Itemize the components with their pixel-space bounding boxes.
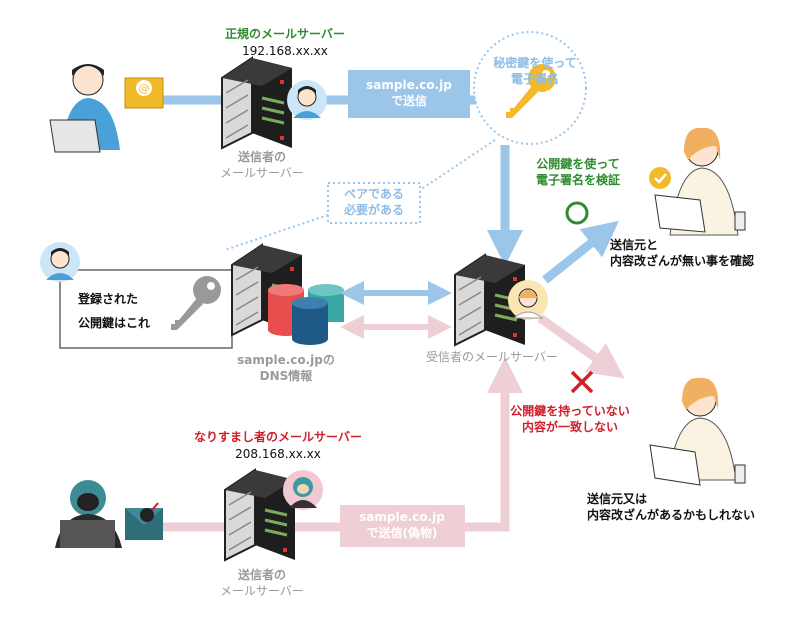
sign-circle (473, 31, 587, 145)
hacker-avatar (283, 470, 323, 510)
ok-arrow (542, 220, 620, 284)
verify-text: 公開鍵を使って電子署名を検証 (535, 157, 621, 187)
legit-server-title: 正規のメールサーバー (225, 27, 345, 41)
pair-note-text: ペアである必要がある (343, 187, 405, 217)
receiver-label: 受信者のメールサーバー (426, 350, 558, 364)
legit-server-ip: 192.168.xx.xx (242, 44, 328, 58)
database-icon (268, 284, 344, 345)
ng-result-text: 送信元又は内容改ざんがあるかもしれない (587, 492, 756, 522)
svg-text:@: @ (139, 82, 150, 95)
legit-server-icon (220, 56, 294, 150)
ng-reason-text: 公開鍵を持っていない内容が一致しない (510, 404, 630, 434)
dns-bubble-text: 登録された公開鍵はこれ (78, 292, 151, 330)
pair-note-box (327, 182, 421, 224)
bomb-envelope-icon (125, 502, 163, 540)
hacker-icon (55, 480, 122, 548)
check-circle-icon (649, 167, 671, 189)
legit-server-label: 送信者のメールサーバー (220, 150, 304, 180)
ng-arrow (537, 314, 625, 379)
sign-text: 秘密鍵を使って電子署名 (493, 56, 577, 86)
legit-send-box (348, 70, 470, 118)
sender-avatar (286, 79, 328, 121)
cross-icon (570, 370, 594, 394)
fake-server-label: 送信者のメールサーバー (220, 568, 304, 598)
fake-send-box (340, 505, 465, 547)
email-envelope-icon: @ (124, 77, 164, 109)
worried-person-icon (649, 377, 746, 486)
fake-server-title: なりすまし者のメールサーバー (194, 430, 362, 444)
fake-flow-line (160, 357, 523, 532)
ok-person-icon (654, 127, 746, 236)
ok-result-text: 送信元と内容改ざんが無い事を確認 (610, 238, 755, 268)
fake-server-ip: 208.168.xx.xx (235, 447, 321, 461)
ok-mark-icon (565, 201, 589, 225)
sender-person-icon (49, 64, 120, 153)
receiver-avatar (508, 280, 548, 320)
admin-avatar (39, 241, 81, 283)
